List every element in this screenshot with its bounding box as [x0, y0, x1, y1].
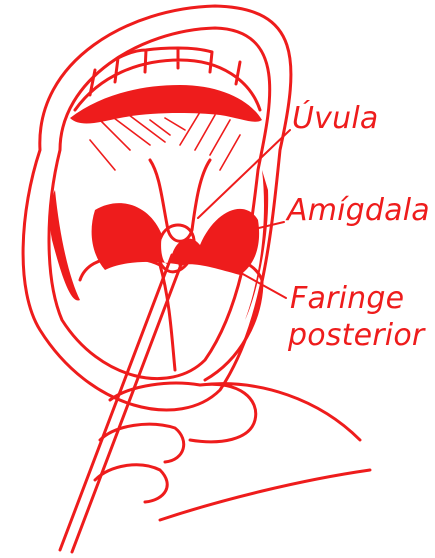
left-cheek-fill	[50, 190, 80, 300]
hand-outline	[95, 383, 370, 520]
label-amigdala: Amígdala	[287, 196, 430, 226]
label-faringe-line2: posterior	[288, 321, 424, 351]
label-faringe-line1: Faringe	[290, 284, 404, 314]
outer-lip-outline	[23, 6, 291, 410]
palate-hatching	[90, 112, 240, 170]
label-uvula: Úvula	[292, 104, 378, 134]
